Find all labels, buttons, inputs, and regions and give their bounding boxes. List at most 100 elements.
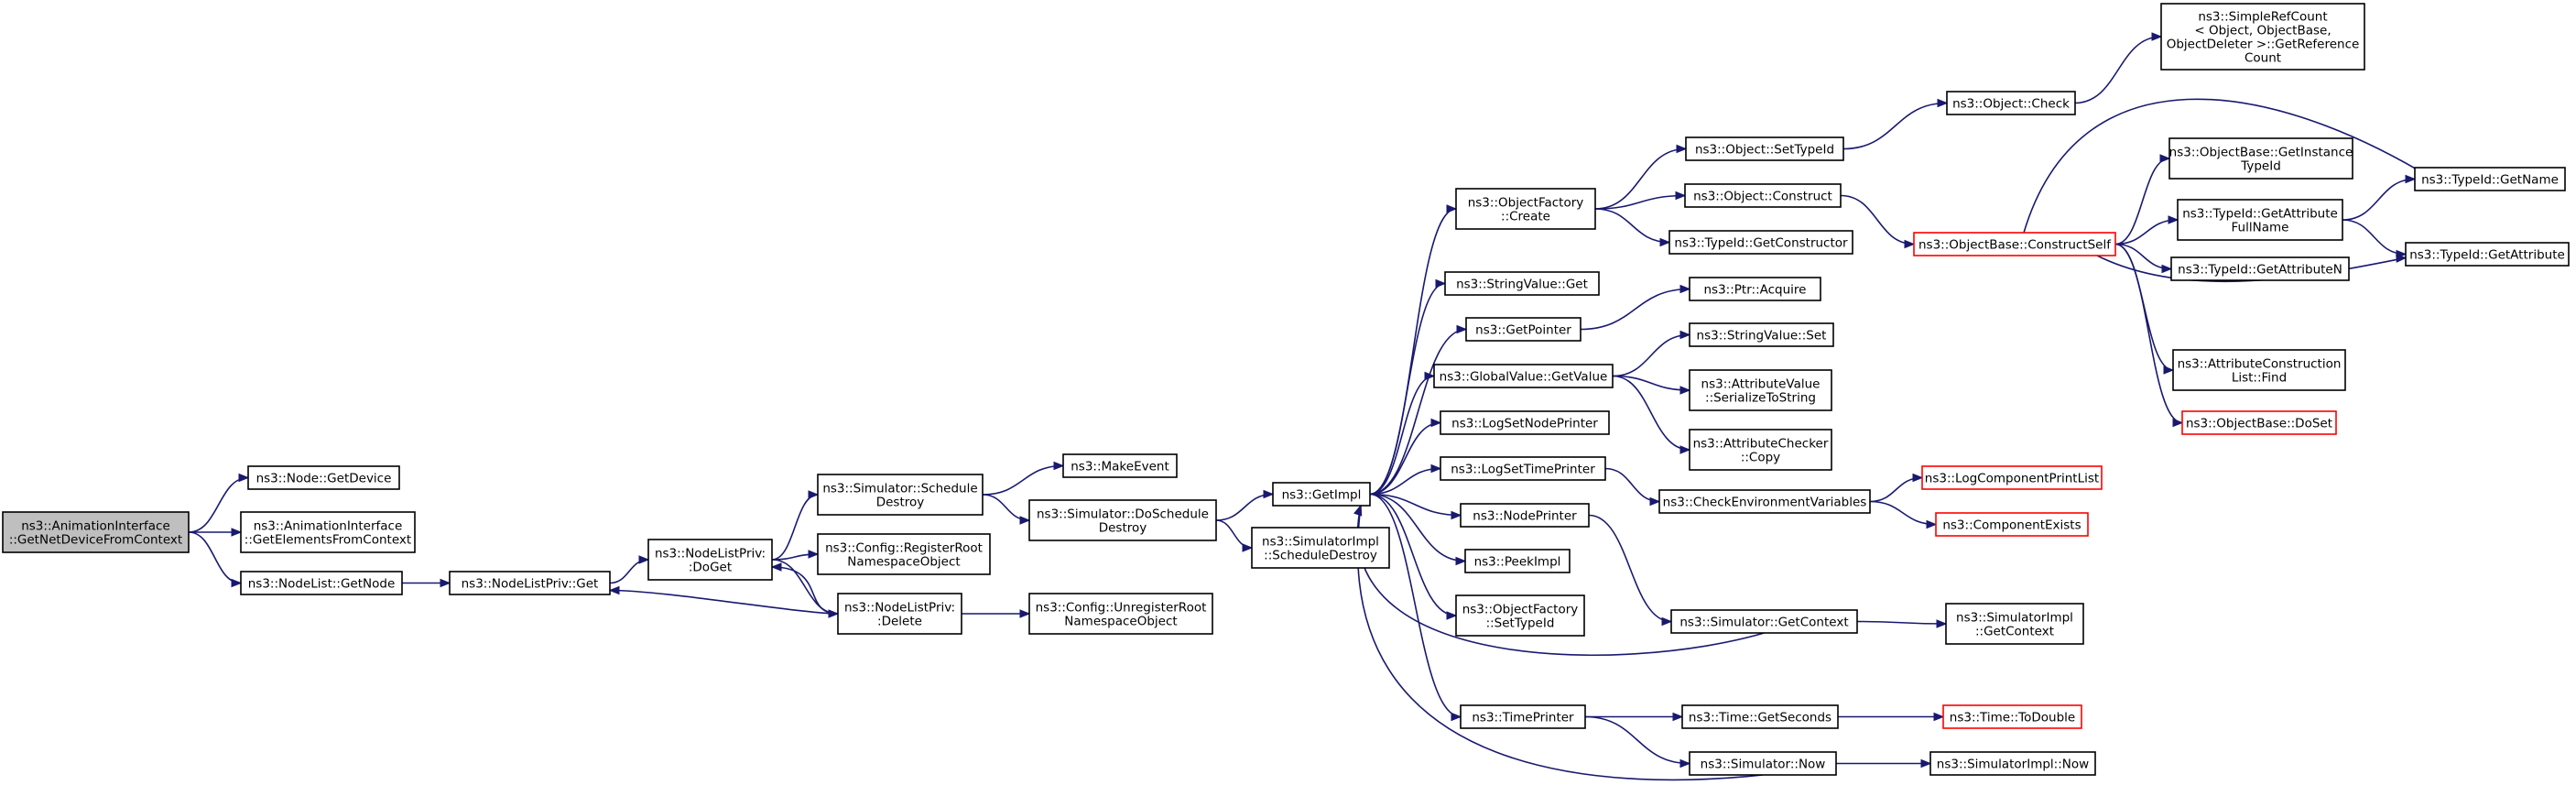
node-objectfactory-create[interactable]: ns3::ObjectFactory::Create xyxy=(1455,188,1596,230)
node-label: NamespaceObject xyxy=(847,555,960,570)
edge-objectbase-constructself-to-objectbase-doset xyxy=(2114,243,2184,428)
node-objectfactory-settypeid[interactable]: ns3::ObjectFactory::SetTypeId xyxy=(1455,594,1585,637)
edge-arrowhead xyxy=(1451,510,1462,520)
edge-line xyxy=(1856,620,1947,625)
node-label: ns3::TypeId::GetAttribute xyxy=(2182,207,2338,222)
edge-arrowhead xyxy=(1912,473,1924,483)
node-label: ns3::StringValue::Set xyxy=(1697,329,1827,343)
node-nodeprinter[interactable]: ns3::NodePrinter xyxy=(1460,503,1590,528)
node-attrvalue-serialize[interactable]: ns3::AttributeValue::SerializeToString xyxy=(1689,369,1832,411)
node-label: List::Find xyxy=(2232,371,2287,386)
node-box xyxy=(837,593,962,635)
node-peekimpl[interactable]: ns3::PeekImpl xyxy=(1464,549,1571,573)
node-label: ns3::SimulatorImpl::Now xyxy=(1937,758,2089,772)
edge-arrowhead xyxy=(1672,712,1684,722)
node-object-construct[interactable]: ns3::Object::Construct xyxy=(1684,183,1842,208)
node-root[interactable]: ns3::AnimationInterface::GetNetDeviceFro… xyxy=(2,511,190,553)
node-stringvalue-get[interactable]: ns3::StringValue::Get xyxy=(1444,271,1600,296)
node-simimpl-scheduledestroy[interactable]: ns3::SimulatorImpl::ScheduleDestroy xyxy=(1251,527,1390,569)
node-globalvalue-getvalue[interactable]: ns3::GlobalValue::GetValue xyxy=(1433,364,1614,388)
node-getelements[interactable]: ns3::AnimationInterface::GetElementsFrom… xyxy=(240,511,416,553)
node-sim-now[interactable]: ns3::Simulator::Now xyxy=(1689,751,1837,776)
node-logcomponentprintlist[interactable]: ns3::LogComponentPrintList xyxy=(1921,465,2103,490)
node-typeid-getattribute[interactable]: ns3::TypeId::GetAttribute xyxy=(2405,242,2570,267)
node-box xyxy=(1689,277,1821,301)
node-box xyxy=(1670,609,1858,634)
edge-arrowhead xyxy=(440,578,451,588)
node-box xyxy=(1272,482,1371,507)
node-label: ns3::ObjectFactory xyxy=(1468,196,1584,211)
node-simimpl-getcontext[interactable]: ns3::SimulatorImpl::GetContext xyxy=(1945,603,2084,645)
edge-objectbase-constructself-to-typeid-getattributefullname xyxy=(2114,215,2179,245)
node-componentexists[interactable]: ns3::ComponentExists xyxy=(1935,512,2089,537)
node-timeprinter[interactable]: ns3::TimePrinter xyxy=(1460,704,1586,729)
edge-line xyxy=(1369,493,1457,616)
node-stringvalue-set[interactable]: ns3::StringValue::Set xyxy=(1689,322,1834,347)
node-typeid-getattributen[interactable]: ns3::TypeId::GetAttributeN xyxy=(2170,256,2350,281)
node-time-getseconds[interactable]: ns3::Time::GetSeconds xyxy=(1681,704,1839,729)
edge-line xyxy=(1369,282,1446,496)
edge-arrowhead xyxy=(2405,174,2417,184)
edge-line xyxy=(982,494,1030,521)
node-config-unregister[interactable]: ns3::Config::UnregisterRootNamespaceObje… xyxy=(1028,593,1213,635)
edge-arrowhead xyxy=(608,585,620,595)
node-logsetnodeprinter[interactable]: ns3::LogSetNodePrinter xyxy=(1440,410,1610,435)
node-label: ns3::Object::Construct xyxy=(1693,190,1832,204)
edge-timeprinter-to-time-getseconds xyxy=(1585,712,1684,722)
edge-arrowhead xyxy=(2161,264,2173,274)
node-attrchecker-copy[interactable]: ns3::AttributeChecker::Copy xyxy=(1689,429,1832,471)
node-object-check[interactable]: ns3::Object::Check xyxy=(1946,91,2076,115)
node-checkenv[interactable]: ns3::CheckEnvironmentVariables xyxy=(1658,489,1871,514)
edge-arrowhead xyxy=(231,528,243,537)
node-objectbase-doset[interactable]: ns3::ObjectBase::DoSet xyxy=(2181,410,2337,435)
node-time-todouble[interactable]: ns3::Time::ToDouble xyxy=(1942,704,2082,729)
edge-arrowhead xyxy=(1053,461,1065,471)
node-logsettimeprinter[interactable]: ns3::LogSetTimePrinter xyxy=(1440,456,1606,481)
edge-getimpl-to-getpointer xyxy=(1369,324,1468,496)
node-simplerefcount[interactable]: ns3::SimpleRefCount< Object, ObjectBase,… xyxy=(2160,3,2365,71)
node-nodelistpriv-delete[interactable]: ns3::NodeListPriv::Delete xyxy=(837,593,962,635)
node-label: ns3::Config::UnregisterRoot xyxy=(1036,601,1207,616)
node-nodelistpriv-get[interactable]: ns3::NodeListPriv::Get xyxy=(449,571,611,595)
node-object-settypeid[interactable]: ns3::Object::SetTypeId xyxy=(1685,136,1844,161)
node-typeid-getname[interactable]: ns3::TypeId::GetName xyxy=(2414,167,2566,191)
node-makeevent[interactable]: ns3::MakeEvent xyxy=(1062,453,1178,478)
edge-object-settypeid-to-object-check xyxy=(1842,98,1949,150)
node-simimpl-now[interactable]: ns3::SimulatorImpl::Now xyxy=(1929,751,2096,776)
node-nodelist-getnode[interactable]: ns3::NodeList::GetNode xyxy=(240,571,403,595)
edge-line xyxy=(2023,98,2434,234)
node-box xyxy=(1921,465,2103,490)
node-label: :DoGet xyxy=(689,561,732,575)
node-box xyxy=(2170,256,2350,281)
node-typeid-getconstructor[interactable]: ns3::TypeId::GetConstructor xyxy=(1668,230,1853,255)
node-nodelistpriv-doget[interactable]: ns3::NodeListPriv::DoGet xyxy=(647,539,773,581)
node-label: ns3::AttributeValue xyxy=(1701,377,1821,392)
node-label: ns3::TypeId::GetName xyxy=(2421,173,2559,188)
node-label: Count xyxy=(2244,51,2281,66)
node-label: ns3::MakeEvent xyxy=(1071,460,1169,474)
node-node-getdevice[interactable]: ns3::Node::GetDevice xyxy=(247,465,400,490)
node-box xyxy=(647,539,773,581)
node-objectbase-constructself[interactable]: ns3::ObjectBase::ConstructSelf xyxy=(1913,232,2116,256)
edge-arrowhead xyxy=(1242,543,1254,552)
node-box xyxy=(1460,503,1590,528)
node-getpointer[interactable]: ns3::GetPointer xyxy=(1465,317,1581,342)
node-label: ns3::NodeListPriv: xyxy=(844,601,955,616)
node-box xyxy=(1465,317,1581,342)
edge-arrowhead xyxy=(1446,611,1458,620)
edge-arrowhead xyxy=(1430,418,1442,428)
node-ptr-acquire[interactable]: ns3::Ptr::Acquire xyxy=(1689,277,1821,301)
node-box xyxy=(817,533,991,575)
edge-line xyxy=(1594,194,1686,210)
edge-arrowhead xyxy=(1659,237,1671,247)
node-box xyxy=(240,511,416,553)
node-sim-scheduledestroy[interactable]: ns3::Simulator::ScheduleDestroy xyxy=(817,474,984,516)
node-getimpl[interactable]: ns3::GetImpl xyxy=(1272,482,1371,507)
node-sim-getcontext[interactable]: ns3::Simulator::GetContext xyxy=(1670,609,1858,634)
